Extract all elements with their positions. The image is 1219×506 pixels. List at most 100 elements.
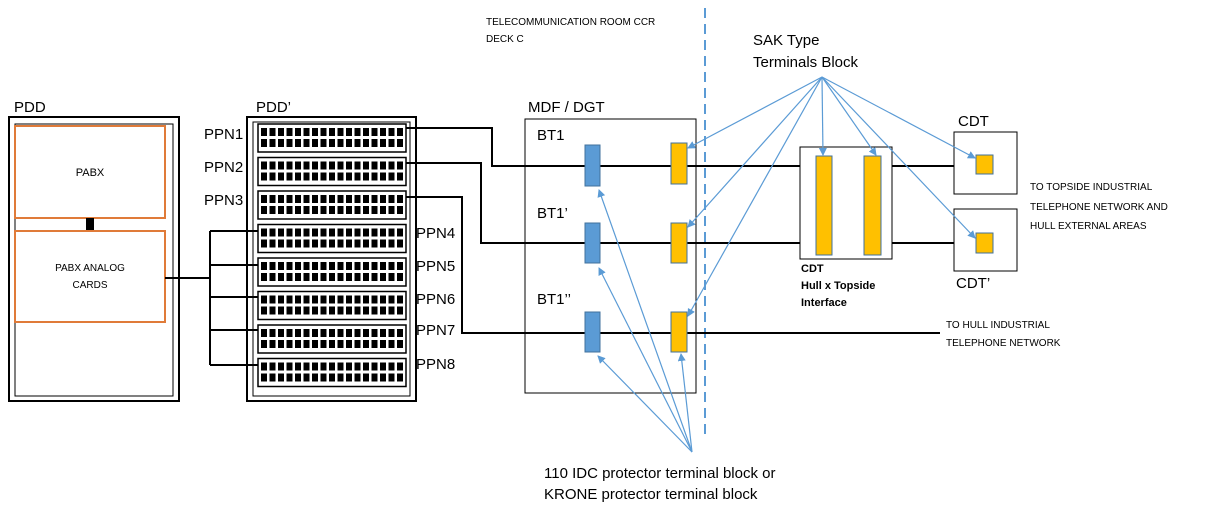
protector-block-bt1-double-prime: [584, 311, 601, 353]
patch-port: [354, 262, 361, 270]
patch-port: [337, 139, 344, 147]
patch-port: [320, 239, 327, 248]
patch-port: [286, 206, 293, 214]
patch-port: [295, 329, 301, 337]
patch-port: [380, 329, 386, 337]
patch-port: [278, 295, 284, 304]
patch-port: [303, 340, 310, 348]
pabx-box: [14, 125, 166, 219]
patch-port: [354, 128, 361, 136]
patch-port: [337, 195, 344, 203]
patch-port: [303, 206, 310, 214]
pdd-prime-rack-inner: [252, 121, 411, 397]
cable-ppn1: [406, 127, 1000, 167]
patch-port: [303, 262, 310, 270]
patch-port: [320, 262, 327, 270]
patch-port: [278, 161, 284, 170]
panel-label-ppn5: PPN5: [416, 258, 455, 275]
patch-port: [269, 373, 276, 382]
cdt-top-sak-block: [975, 154, 994, 175]
protector-arrow-sak-bt1-double-prime: [677, 353, 693, 453]
patch-port: [354, 329, 361, 337]
cable-ppn3: [406, 196, 940, 334]
patch-port: [295, 306, 301, 315]
patch-port: [261, 128, 267, 136]
patch-port: [295, 139, 301, 147]
patch-port: [397, 139, 403, 147]
hull-note-line1: TO HULL INDUSTRIAL: [946, 320, 1050, 331]
patch-port: [371, 329, 378, 337]
analog-cards-label-line1: PABX ANALOG: [55, 263, 125, 274]
patch-port: [320, 362, 327, 371]
patch-port: [320, 295, 327, 304]
cdt-interface-label-line1: CDT: [801, 263, 824, 275]
sak-block-bt1-double-prime: [670, 311, 688, 353]
patch-port: [380, 206, 386, 214]
patch-port: [269, 340, 276, 348]
patch-port: [363, 206, 369, 214]
patch-port: [261, 273, 267, 281]
patch-port: [295, 195, 301, 203]
patch-port: [320, 195, 327, 203]
analog-cards-bus: [165, 230, 258, 366]
patch-port: [269, 128, 276, 136]
patch-port: [388, 273, 395, 281]
patch-port: [286, 295, 293, 304]
pabx-connector: [86, 218, 94, 231]
patch-port: [388, 295, 395, 304]
patch-port: [295, 362, 301, 371]
patch-port: [363, 161, 369, 170]
patch-port: [329, 362, 335, 371]
patch-port: [337, 239, 344, 248]
patch-port: [346, 373, 352, 382]
patch-port: [278, 206, 284, 214]
patch-port: [371, 262, 378, 270]
patch-port: [380, 228, 386, 237]
patch-port: [337, 161, 344, 170]
patch-port: [278, 228, 284, 237]
sak-arrows: [687, 76, 976, 317]
patch-port: [380, 139, 386, 147]
patch-port: [371, 172, 378, 181]
sak-arrow-bt1-prime: [687, 76, 823, 228]
patch-port: [380, 195, 386, 203]
patch-port: [278, 340, 284, 348]
protector-arrow-bt1-prime: [598, 267, 693, 453]
patch-port: [354, 206, 361, 214]
patch-port: [278, 273, 284, 281]
patch-port: [337, 172, 344, 181]
patch-port: [269, 306, 276, 315]
panel-label-ppn8: PPN8: [416, 356, 455, 373]
patch-port: [286, 262, 293, 270]
patch-port: [329, 128, 335, 136]
patch-port: [337, 273, 344, 281]
patch-panel-rows: [257, 123, 407, 388]
patch-port: [261, 306, 267, 315]
patch-port: [320, 172, 327, 181]
patch-port: [320, 329, 327, 337]
patch-port: [278, 329, 284, 337]
topside-note-line3: HULL EXTERNAL AREAS: [1030, 221, 1147, 232]
patch-port: [286, 340, 293, 348]
analog-cards-label-line2: CARDS: [72, 280, 107, 291]
patch-port: [363, 362, 369, 371]
patch-port: [380, 273, 386, 281]
patch-port: [371, 206, 378, 214]
sak-label-line2: Terminals Block: [753, 54, 859, 71]
patch-port: [388, 340, 395, 348]
patch-port: [371, 362, 378, 371]
patch-port: [397, 228, 403, 237]
patch-port: [388, 306, 395, 315]
patch-port: [354, 362, 361, 371]
patch-port: [320, 228, 327, 237]
patch-port: [388, 195, 395, 203]
patch-port: [371, 373, 378, 382]
cable-ppn2: [406, 162, 1000, 244]
patch-port: [354, 228, 361, 237]
patch-port: [380, 172, 386, 181]
patch-port: [295, 262, 301, 270]
patch-port: [295, 340, 301, 348]
patch-port: [337, 306, 344, 315]
patch-port: [363, 340, 369, 348]
patch-port: [278, 128, 284, 136]
